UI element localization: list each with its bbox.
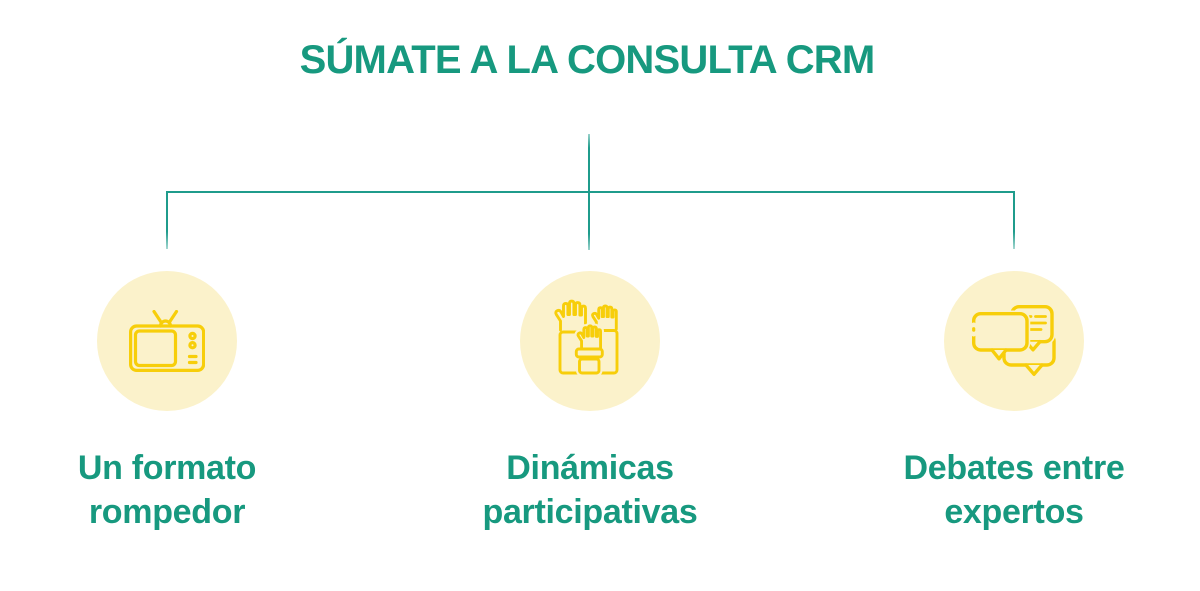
- icon-circle-formato: [97, 271, 237, 411]
- connector-horizontal: [166, 191, 1015, 193]
- icon-circle-dinamicas: [520, 271, 660, 411]
- label-dinamicas: Dinámicas participativas: [482, 449, 698, 531]
- chat-bubbles-icon: [972, 305, 1056, 376]
- page-title: SÚMATE A LA CONSULTA CRM: [299, 38, 876, 82]
- label-formato: Un formato rompedor: [77, 449, 257, 531]
- connector-drop-right: [1013, 191, 1015, 249]
- connector-drop-left: [166, 191, 168, 249]
- label-debates: Debates entre expertos: [903, 449, 1125, 531]
- tv-icon: [129, 310, 205, 372]
- raised-hands-icon: [554, 299, 619, 377]
- icon-circle-debates: [944, 271, 1084, 411]
